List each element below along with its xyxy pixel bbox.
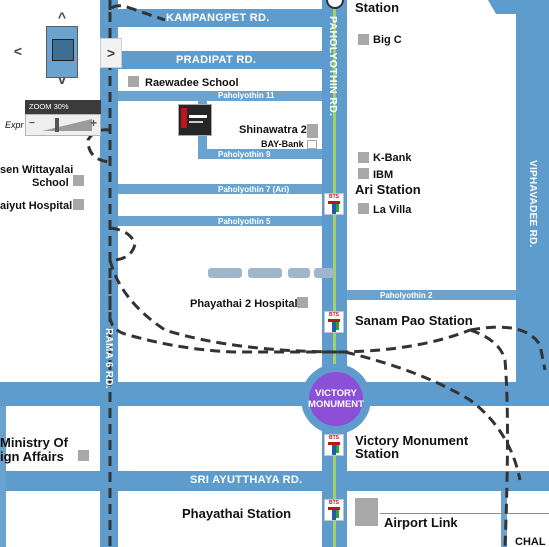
la-villa-building (358, 203, 369, 214)
ministry-building (78, 450, 89, 461)
label-school: School (32, 177, 69, 189)
label-ministry-2: ign Affairs (0, 449, 64, 464)
pan-left-button[interactable]: < (11, 44, 25, 58)
big-c-building (358, 34, 369, 45)
label-la-villa: La Villa (373, 204, 412, 216)
bts-logo-ari[interactable]: BTS (324, 193, 344, 215)
road-kampangpet (110, 9, 335, 27)
bts-text: BTS (329, 194, 339, 200)
airport-link-line (380, 513, 549, 514)
label-shinawatra2: Shinawatra 2 (239, 124, 307, 136)
label-paholyothin7: Paholyothin 7 (Ari) (218, 185, 290, 194)
k-bank-building (358, 152, 369, 163)
chevron-up-icon: ^ (57, 9, 67, 25)
victory-monument-circle[interactable]: VICTORY MONUMENT (301, 364, 371, 434)
hospital-left-building (73, 199, 84, 210)
label-big-c: Big C (373, 34, 402, 46)
bts-green-line (333, 0, 336, 547)
shinawatra-building (307, 124, 318, 138)
ibm-building (358, 168, 369, 179)
label-k-bank: K-Bank (373, 152, 412, 164)
label-paholyothin-rd: PAHOLYOTHIN RD. (327, 16, 339, 117)
road-paholyothin7 (118, 184, 322, 194)
label-sanam-pao-station: Sanam Pao Station (355, 313, 473, 328)
label-airport-link: Airport Link (384, 515, 458, 530)
label-raewadee-school: Raewadee School (145, 77, 239, 89)
zoom-control: ZOOM 30% − + (25, 100, 101, 136)
zoom-in-button[interactable]: + (89, 116, 97, 130)
le-monaco-logo (178, 104, 212, 136)
tree-bar (208, 268, 242, 278)
label-ari-station: Ari Station (355, 182, 421, 197)
label-station-top: Station (355, 0, 400, 15)
label-ibm: IBM (373, 169, 394, 181)
label-sri-ayutthaya-rd: SRI AYUTTHAYA RD. (190, 474, 303, 486)
zoom-wedge (42, 119, 92, 131)
road-pradipat (110, 51, 335, 69)
bts-logo-phayathai[interactable]: BTS (324, 499, 344, 521)
label-bay-bank: BAY-Bank (261, 139, 304, 149)
bts-text: BTS (329, 435, 339, 441)
tree-bar (314, 268, 334, 278)
top-station-marker (326, 0, 344, 9)
victory-line2: MONUMENT (308, 399, 364, 410)
label-chal: CHAL (515, 536, 546, 547)
wittayalai-building (73, 175, 84, 186)
map-navigation-control: ^ v < > (8, 10, 122, 86)
tree-bar (248, 268, 282, 278)
label-wittayalai: sen Wittayalai (0, 164, 74, 176)
raewadee-building (128, 76, 139, 87)
zoom-expr-label: Expr (5, 120, 24, 130)
road-paholyothin2 (347, 290, 516, 300)
tree-row (208, 268, 340, 279)
label-kampangpet-rd: KAMPANGPET RD. (166, 12, 270, 24)
chevron-down-icon: v (58, 71, 66, 87)
road-paholyothin5 (118, 216, 322, 226)
pan-up-button[interactable]: ^ (55, 10, 69, 24)
pan-down-button[interactable]: v (55, 72, 69, 86)
tree-bar (288, 268, 310, 278)
label-rama6-rd: RAMA 6 RD. (103, 328, 114, 389)
pan-right-button[interactable]: > (100, 38, 122, 68)
label-viphavadee-rd: VIPHAVADEE RD. (527, 160, 538, 248)
minimap[interactable] (46, 26, 78, 78)
label-paholyothin11: Paholyothin 11 (218, 91, 275, 100)
chevron-left-icon: < (13, 43, 23, 59)
airport-link-building (355, 498, 378, 526)
bts-logo-sanam-pao[interactable]: BTS (324, 311, 344, 333)
road-viphavadee (516, 0, 549, 387)
label-ministry-1: Ministry Of (0, 435, 68, 450)
label-paholyothin2: Paholyothin 2 (380, 291, 433, 300)
label-hospital-left: aiyut Hospital (0, 200, 73, 212)
zoom-slider-handle[interactable] (55, 118, 59, 132)
bay-bank-building (307, 140, 317, 149)
label-victory-monument-station-1: Victory Monument (355, 433, 469, 448)
zoom-slider[interactable]: − + (25, 114, 101, 136)
label-phayathai-station: Phayathai Station (182, 506, 292, 521)
minimap-viewport[interactable] (52, 39, 74, 61)
phayathai2-building (297, 297, 308, 308)
road-bottom-right-vertical (501, 491, 507, 547)
road-paholyothin11 (118, 91, 322, 101)
road-bottom-left-vertical (0, 406, 6, 547)
bts-text: BTS (329, 500, 339, 506)
road-paholyothin9 (198, 149, 322, 159)
victory-line1: VICTORY (315, 388, 357, 399)
bts-text: BTS (329, 312, 339, 318)
label-phayathai2-hospital: Phayathai 2 Hospital (190, 298, 298, 310)
chevron-right-icon: > (106, 45, 116, 61)
zoom-out-button[interactable]: − (29, 118, 35, 129)
label-pradipat-rd: PRADIPAT RD. (176, 54, 257, 66)
road-sri-ayutthaya (0, 471, 549, 491)
bts-logo-victory-monument[interactable]: BTS (324, 434, 344, 456)
victory-monument-label: VICTORY MONUMENT (308, 372, 364, 426)
label-paholyothin5: Paholyothin 5 (218, 217, 271, 226)
label-victory-monument-station-2: Station (355, 446, 400, 461)
zoom-label: ZOOM 30% (25, 100, 101, 114)
label-paholyothin9: Paholyothin 9 (218, 150, 271, 159)
